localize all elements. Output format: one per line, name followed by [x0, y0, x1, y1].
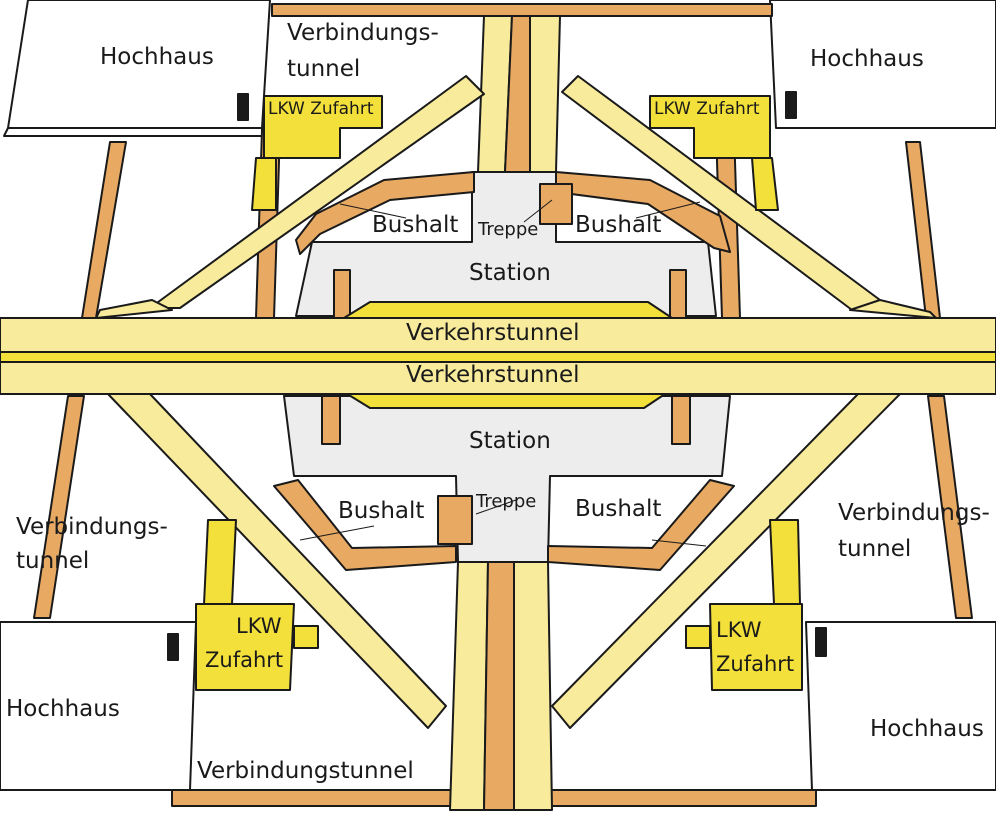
side-tunnel-bl [33, 395, 85, 619]
label-verbindungstunnel-left-line2: tunnel [16, 548, 90, 574]
label-verbindungstunnel-right-line2: tunnel [838, 536, 912, 562]
bushalt-arc-tl [295, 171, 475, 255]
label-hochhaus-top-right: Hochhaus [810, 46, 924, 72]
label-verbindungstunnel-right-line1: Verbindungs- [838, 500, 990, 526]
label-station-bottom: Station [469, 428, 551, 454]
label-verbindungstunnel-bottom: Verbindungstunnel [197, 758, 414, 784]
label-treppe-top: Treppe [478, 219, 539, 240]
verkehrstunnel-bottom [0, 361, 996, 395]
label-lkw-zufahrt-bottom-left-line1: LKW [236, 614, 282, 638]
label-hochhaus-bottom-left: Hochhaus [6, 696, 120, 722]
label-verbindungstunnel-top-line1: Verbindungs- [287, 20, 439, 46]
label-lkw-zufahrt-top-left: LKW Zufahrt [268, 99, 374, 119]
treppe-block-top [539, 183, 573, 225]
label-bushalt-top-left: Bushalt [372, 212, 459, 238]
label-verbindungstunnel-top-line2: tunnel [287, 56, 361, 82]
label-hochhaus-bottom-right: Hochhaus [870, 716, 984, 742]
platform-top [343, 301, 673, 319]
label-hochhaus-top-left: Hochhaus [100, 44, 214, 70]
label-verkehrstunnel-bottom: Verkehrstunnel [406, 362, 580, 388]
label-verkehrstunnel-top: Verkehrstunnel [406, 320, 580, 346]
label-lkw-zufahrt-bottom-right-line2: Zufahrt [716, 652, 795, 676]
lkw-box-br [709, 603, 803, 691]
hochhaus-bottom-right [805, 621, 996, 791]
label-lkw-zufahrt-top-right: LKW Zufahrt [654, 99, 760, 119]
lkw-box-tr [649, 95, 771, 159]
bushalt-arc-bl [273, 479, 457, 571]
label-bushalt-bottom-right: Bushalt [575, 496, 662, 522]
label-lkw-zufahrt-bottom-left-line2: Zufahrt [205, 648, 284, 672]
top-tunnel-band [271, 3, 773, 17]
bushalt-arc-br [547, 479, 735, 571]
label-verbindungstunnel-left-line1: Verbindungs- [16, 514, 168, 540]
hochhaus-top-right [769, 0, 996, 129]
label-bushalt-bottom-left: Bushalt [338, 498, 425, 524]
label-bushalt-top-right: Bushalt [575, 212, 662, 238]
treppe-block-bottom [437, 495, 473, 545]
label-lkw-zufahrt-bottom-right-line1: LKW [716, 618, 762, 642]
ramp-top-left [149, 75, 485, 309]
label-treppe-bottom: Treppe [476, 491, 537, 512]
side-tunnel-br [927, 395, 973, 619]
lkw-box-bl [195, 603, 295, 691]
side-tunnel-tr [905, 141, 941, 319]
side-tunnel-tl [81, 141, 127, 319]
label-station-top: Station [469, 260, 551, 286]
